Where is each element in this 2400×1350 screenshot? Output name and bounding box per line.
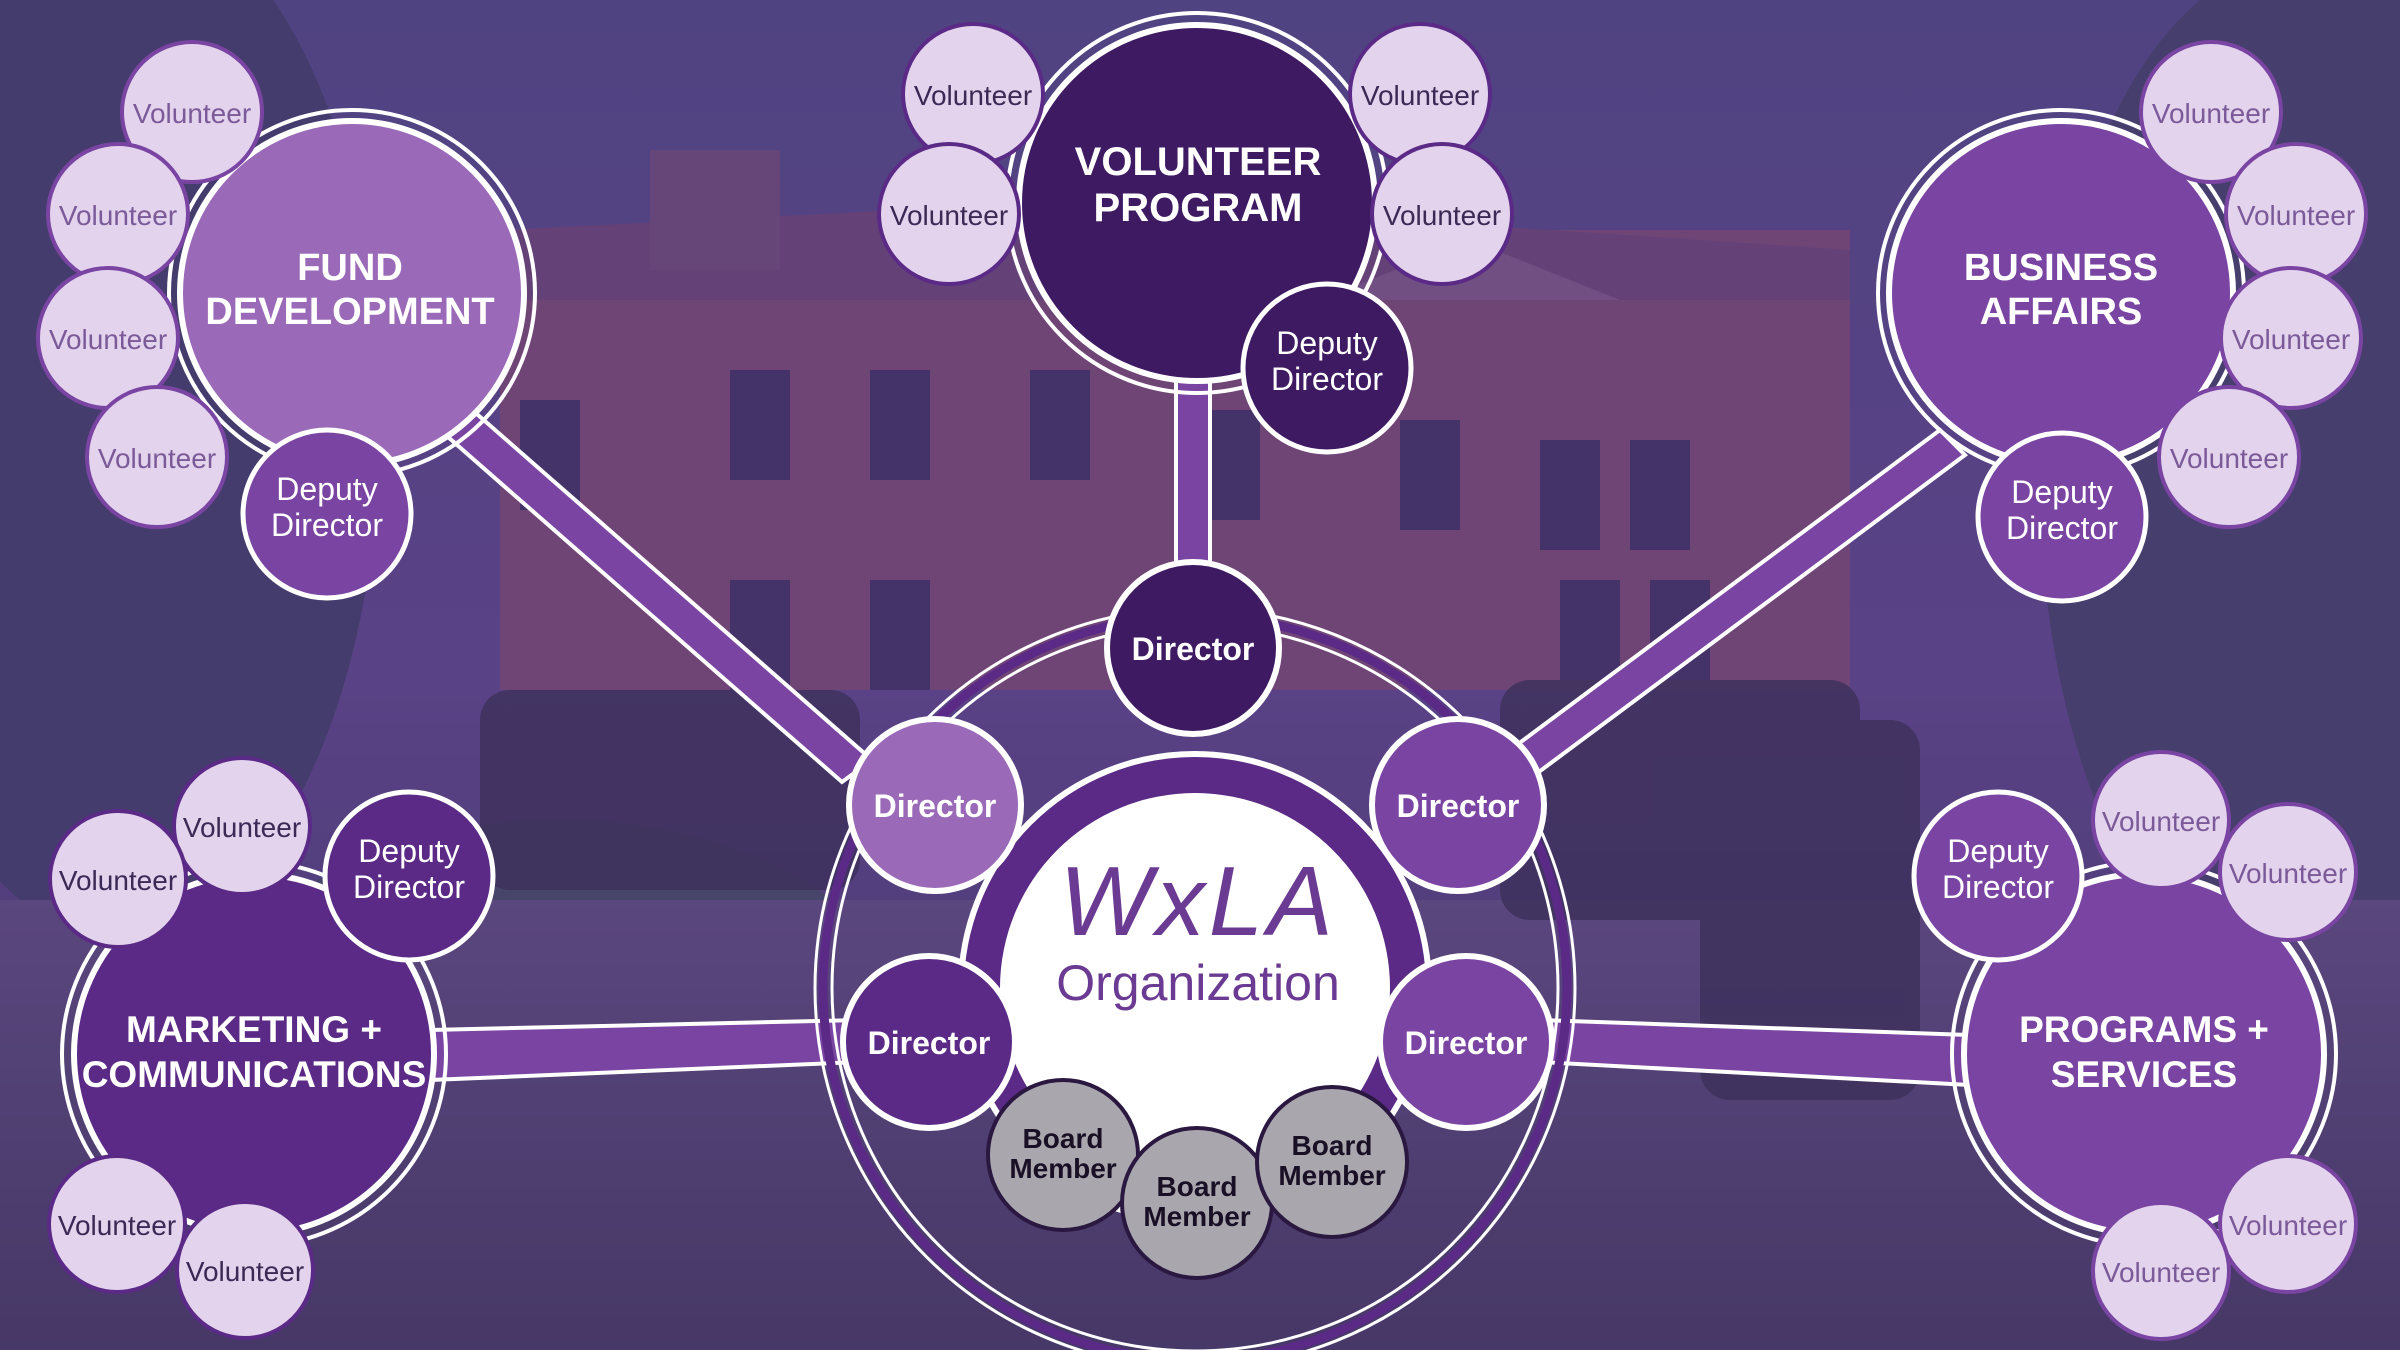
volunteer-label: Volunteer (59, 865, 177, 896)
volunteer-label: Volunteer (1361, 80, 1479, 111)
director-label: Director (1132, 631, 1255, 667)
director-node-upper-left[interactable]: Director (846, 716, 1024, 894)
volunteer-label: Volunteer (183, 812, 301, 843)
marketing-volunteer-3[interactable]: Volunteer (47, 1154, 187, 1294)
volunteer-program-volunteer-1[interactable]: Volunteer (901, 22, 1045, 166)
director-label: Director (1405, 1025, 1528, 1061)
business-affairs-volunteer-3[interactable]: Volunteer (2219, 266, 2363, 410)
volunteer-label: Volunteer (2232, 324, 2350, 355)
volunteer-label: Volunteer (2102, 1257, 2220, 1288)
organization-core (1000, 793, 1390, 1183)
volunteer-label: Volunteer (2102, 806, 2220, 837)
volunteer-label: Volunteer (2152, 98, 2270, 129)
director-node-lower-right[interactable]: Director (1377, 953, 1555, 1131)
programs-volunteer-1[interactable]: Volunteer (2091, 750, 2231, 890)
marketing-volunteer-2[interactable]: Volunteer (48, 809, 188, 949)
business-affairs-volunteer-1[interactable]: Volunteer (2139, 40, 2283, 184)
programs-volunteer-2[interactable]: Volunteer (2218, 802, 2358, 942)
volunteer-label: Volunteer (49, 324, 167, 355)
programs-volunteer-4[interactable]: Volunteer (2091, 1201, 2231, 1341)
director-node-top[interactable]: Director (1104, 559, 1282, 737)
director-label: Director (874, 788, 997, 824)
director-node-upper-right[interactable]: Director (1369, 716, 1547, 894)
volunteer-label: Volunteer (59, 200, 177, 231)
department-title: PROGRAMS +SERVICES (2019, 1009, 2269, 1095)
volunteer-program-volunteer-3[interactable]: Volunteer (1348, 22, 1492, 166)
volunteer-label: Volunteer (890, 200, 1008, 231)
volunteer-label: Volunteer (2229, 858, 2347, 889)
programs-volunteer-3[interactable]: Volunteer (2218, 1154, 2358, 1294)
organization-logo: WxLA (1059, 846, 1336, 956)
volunteer-label: Volunteer (2229, 1210, 2347, 1241)
marketing-volunteer-1[interactable]: Volunteer (172, 756, 312, 896)
volunteer-program-volunteer-2[interactable]: Volunteer (877, 142, 1021, 286)
director-label: Director (868, 1025, 991, 1061)
volunteer-label: Volunteer (98, 443, 216, 474)
volunteer-label: Volunteer (914, 80, 1032, 111)
volunteer-label: Volunteer (2237, 200, 2355, 231)
department-title: MARKETING +COMMUNICATIONS (82, 1009, 427, 1095)
organization-subtitle: Organization (1056, 955, 1340, 1011)
fund-development-volunteer-3[interactable]: Volunteer (36, 266, 180, 410)
volunteer-label: Volunteer (2170, 443, 2288, 474)
volunteer-label: Volunteer (58, 1210, 176, 1241)
director-node-lower-left[interactable]: Director (840, 953, 1018, 1131)
volunteer-label: Volunteer (186, 1256, 304, 1287)
volunteer-label: Volunteer (1383, 200, 1501, 231)
fund-development-volunteer-2[interactable]: Volunteer (46, 142, 190, 286)
director-label: Director (1397, 788, 1520, 824)
volunteer-program-volunteer-4[interactable]: Volunteer (1370, 142, 1514, 286)
business-affairs-volunteer-2[interactable]: Volunteer (2224, 142, 2368, 286)
fund-development-volunteer-4[interactable]: Volunteer (85, 385, 229, 529)
volunteer-label: Volunteer (133, 98, 251, 129)
business-affairs-volunteer-4[interactable]: Volunteer (2157, 385, 2301, 529)
fund-development-volunteer-1[interactable]: Volunteer (120, 40, 264, 184)
marketing-volunteer-4[interactable]: Volunteer (175, 1200, 315, 1340)
